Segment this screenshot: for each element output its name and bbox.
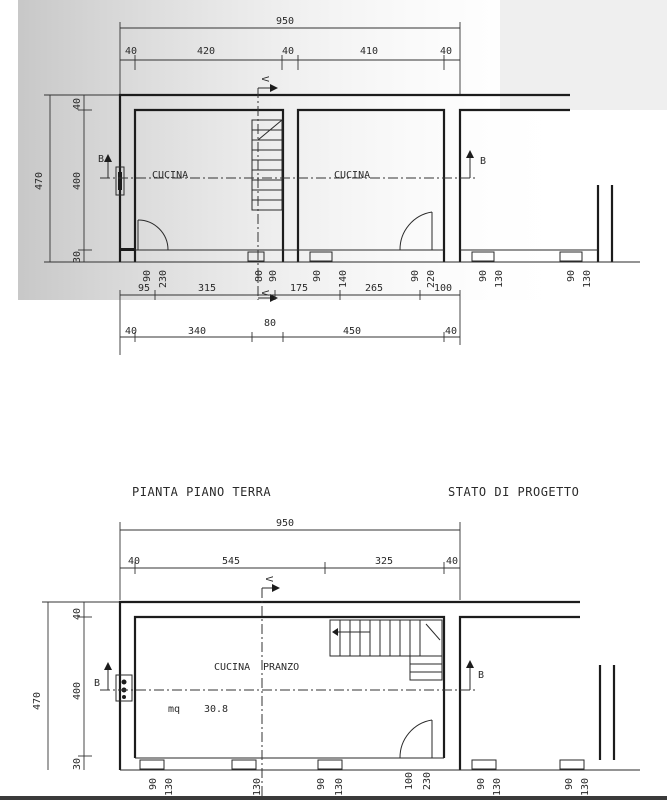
opening-label: 90 bbox=[268, 270, 279, 282]
dim-label: 420 bbox=[197, 46, 215, 57]
room-label: PRANZO bbox=[263, 662, 299, 673]
opening-label: 90 bbox=[566, 270, 577, 282]
opening-label: 90 bbox=[478, 270, 489, 282]
opening-label: 90 bbox=[476, 778, 487, 790]
opening-label: 130 bbox=[492, 778, 503, 796]
opening-label: 90 bbox=[316, 778, 327, 790]
dim-label: 450 bbox=[343, 326, 361, 337]
dim-label: 100 bbox=[434, 283, 452, 294]
dim-label: 175 bbox=[290, 283, 308, 294]
opening-label: 130 bbox=[334, 778, 345, 796]
opening-label: 90 bbox=[142, 270, 153, 282]
dim-label: 40 bbox=[440, 46, 452, 57]
cut-mark: V bbox=[263, 576, 274, 582]
dim-label: 40 bbox=[72, 608, 83, 620]
opening-label: 130 bbox=[582, 270, 593, 288]
existing-opening-labels: 90 230 80 90 90 140 90 220 90 130 90 130 bbox=[142, 270, 593, 288]
dim-label: 40 bbox=[125, 46, 137, 57]
dim-label: 400 bbox=[72, 172, 83, 190]
opening-label: 90 bbox=[148, 778, 159, 790]
section-mark: B bbox=[478, 670, 484, 681]
cut-mark: V bbox=[259, 290, 270, 296]
section-mark: B bbox=[94, 678, 100, 689]
opening-label: 220 bbox=[426, 270, 437, 288]
existing-plan: 950 40 420 40 410 40 470 40 400 30 bbox=[34, 16, 640, 355]
dim-label: 40 bbox=[128, 556, 140, 567]
dim-label: 265 bbox=[365, 283, 383, 294]
dim-label: 340 bbox=[188, 326, 206, 337]
dim-label: 325 bbox=[375, 556, 393, 567]
dim-label: 80 bbox=[264, 318, 276, 329]
dim-label: 410 bbox=[360, 46, 378, 57]
project-doors bbox=[139, 719, 585, 770]
opening-label: 230 bbox=[422, 772, 433, 790]
dim-label: 315 bbox=[198, 283, 216, 294]
opening-label: 80 bbox=[254, 270, 265, 282]
cut-mark: V bbox=[259, 76, 270, 82]
project-left-dimension: 470 40 400 30 bbox=[32, 601, 120, 770]
opening-label: 230 bbox=[158, 270, 169, 288]
existing-left-dimension: 470 40 400 30 bbox=[34, 94, 120, 263]
section-line: B B bbox=[94, 660, 484, 691]
dim-label: 40 bbox=[446, 556, 458, 567]
dim-label: 950 bbox=[276, 518, 294, 529]
opening-label: 130 bbox=[494, 270, 505, 288]
dim-label: 470 bbox=[32, 692, 43, 710]
opening-label: 130 bbox=[252, 778, 263, 796]
area-value: 30.8 bbox=[204, 704, 228, 715]
section-mark: B bbox=[480, 156, 486, 167]
dim-label: 40 bbox=[125, 326, 137, 337]
project-stairs bbox=[329, 619, 443, 681]
room-label: CUCINA bbox=[214, 662, 250, 673]
existing-bottom-dimension: 95 315 175 265 100 40 340 80 450 40 bbox=[119, 283, 461, 355]
scan-shading bbox=[500, 0, 667, 110]
scan-edge bbox=[0, 796, 667, 800]
cut-line: V bbox=[261, 576, 280, 800]
project-top-dimension: 950 40 545 325 40 bbox=[119, 518, 461, 600]
area-unit: mq bbox=[168, 704, 180, 715]
opening-label: 100 bbox=[404, 772, 415, 790]
room-label: CUCINA bbox=[334, 170, 370, 181]
dim-label: 470 bbox=[34, 172, 45, 190]
existing-doors bbox=[137, 211, 583, 262]
dim-label: 950 bbox=[276, 16, 294, 27]
opening-label: 130 bbox=[580, 778, 591, 796]
boiler-icon bbox=[115, 166, 125, 196]
dim-label: 545 bbox=[222, 556, 240, 567]
opening-label: 90 bbox=[410, 270, 421, 282]
opening-label: 90 bbox=[312, 270, 323, 282]
cut-line: V V bbox=[257, 76, 278, 302]
opening-label: 130 bbox=[164, 778, 175, 796]
dim-label: 40 bbox=[445, 326, 457, 337]
section-mark: B bbox=[98, 154, 104, 165]
dim-label: 95 bbox=[138, 283, 150, 294]
boiler-icon bbox=[115, 674, 133, 702]
existing-stairs bbox=[251, 119, 283, 211]
state-title: STATO DI PROGETTO bbox=[448, 485, 579, 499]
opening-label: 140 bbox=[338, 270, 349, 288]
dim-label: 30 bbox=[72, 758, 83, 770]
project-walls bbox=[118, 600, 640, 771]
project-plan: 950 40 545 325 40 470 40 400 30 bbox=[32, 518, 640, 804]
opening-label: 90 bbox=[564, 778, 575, 790]
existing-walls bbox=[118, 93, 640, 263]
room-label: CUCINA bbox=[152, 170, 188, 181]
dim-label: 30 bbox=[72, 251, 83, 263]
dim-label: 40 bbox=[282, 46, 294, 57]
section-line: B B bbox=[98, 150, 486, 179]
project-opening-labels: 90 130 130 90 130 100 230 90 130 90 130 bbox=[148, 772, 591, 796]
plan-title: PIANTA PIANO TERRA bbox=[132, 485, 271, 499]
dim-label: 400 bbox=[72, 682, 83, 700]
existing-top-dimension: 950 40 420 40 410 40 bbox=[119, 16, 461, 95]
dim-label: 40 bbox=[72, 98, 83, 110]
